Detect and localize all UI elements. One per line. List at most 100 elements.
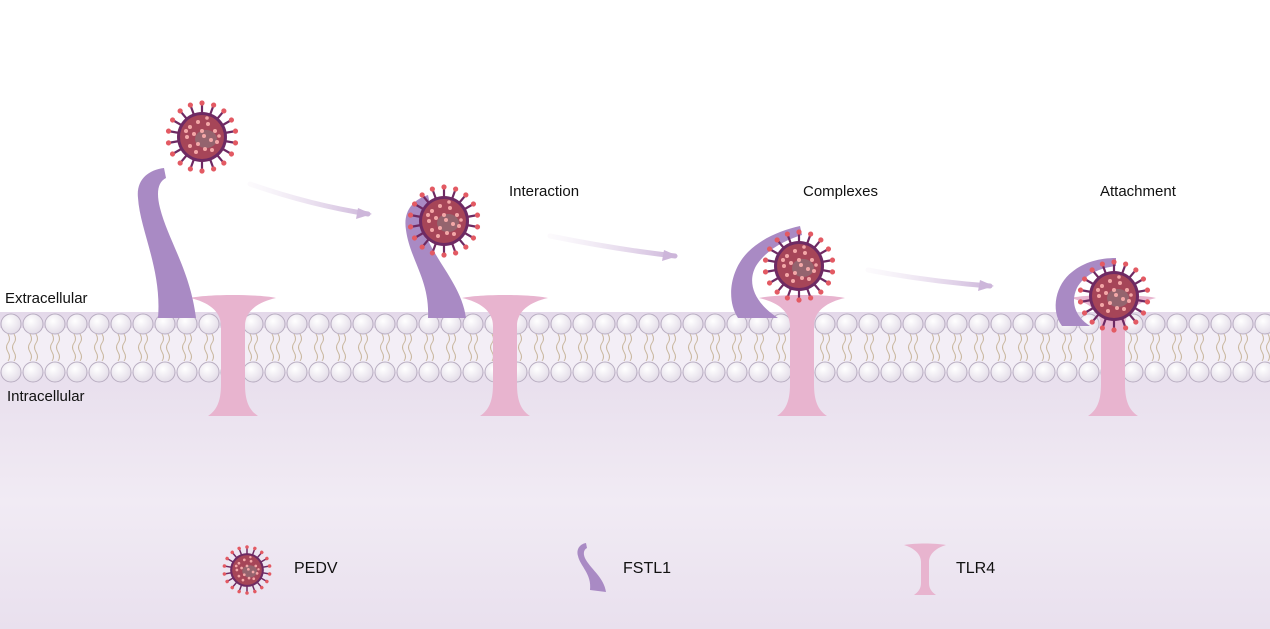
lipid-tail [644, 333, 648, 362]
flow-arrow-3 [865, 267, 993, 289]
lipid-tail [6, 333, 10, 362]
lipid-tail [276, 333, 280, 362]
lipid-head [1166, 313, 1188, 335]
lipid-head [572, 313, 594, 335]
lipid-tail [886, 333, 890, 362]
lipid-head [836, 361, 858, 383]
lipid-head [242, 361, 264, 383]
fstl1-protein-1 [137, 168, 196, 318]
lipid-tail [474, 333, 478, 362]
lipid-head [132, 313, 154, 335]
lipid-head [902, 361, 924, 383]
lipid-tail [1172, 333, 1176, 362]
lipid-head [836, 313, 858, 335]
lipid-head [528, 313, 550, 335]
lipid-tail [578, 333, 582, 362]
lipid-head [660, 313, 682, 335]
lipid-head [22, 361, 44, 383]
fstl1-protein-4 [1055, 258, 1116, 326]
lipid-head [1188, 313, 1210, 335]
lipid-tail [958, 333, 962, 362]
lipid-tail [1128, 333, 1132, 362]
lipid-head [1232, 313, 1254, 335]
lipid-head [1078, 361, 1100, 383]
tlr4-receptor-icon [904, 543, 946, 595]
lipid-tail [842, 333, 846, 362]
lipid-tail [1194, 333, 1198, 362]
lipid-tail [562, 333, 566, 362]
lipid-head [528, 361, 550, 383]
lipid-tail [100, 333, 104, 362]
lipid-tail [270, 333, 274, 362]
lipid-head [264, 361, 286, 383]
lipid-head [924, 361, 946, 383]
lipid-tail [380, 333, 384, 362]
lipid-head [330, 313, 352, 335]
lipid-head [726, 361, 748, 383]
lipid-head [704, 313, 726, 335]
lipid-tail [980, 333, 984, 362]
lipid-head [1122, 361, 1144, 383]
lipid-tail [628, 333, 632, 362]
lipid-tail [188, 333, 192, 362]
lipid-tail [936, 333, 940, 362]
lipid-tail [716, 333, 720, 362]
lipid-head [22, 313, 44, 335]
fstl1-protein-3 [731, 226, 802, 318]
lipid-tail [1156, 333, 1160, 362]
lipid-head [594, 361, 616, 383]
lipid-tail [72, 333, 76, 362]
lipid-head [1210, 313, 1232, 335]
lipid-tail [314, 333, 318, 362]
lipid-tail [754, 333, 758, 362]
lipid-tail [160, 333, 164, 362]
legend-label-fstl1: FSTL1 [623, 560, 672, 577]
lipid-tail [688, 333, 692, 362]
fstl1-protein-icon [577, 543, 606, 592]
lipid-tail [430, 333, 434, 362]
lipid-tail [1068, 333, 1072, 362]
lipid-head [154, 361, 176, 383]
lipid-tail [12, 333, 16, 362]
lipid-head [110, 361, 132, 383]
lipid-tail [468, 333, 472, 362]
lipid-tail [358, 333, 362, 362]
lipid-tail [336, 333, 340, 362]
lipid-tail [182, 333, 186, 362]
lipid-head [66, 361, 88, 383]
lipid-head [638, 313, 660, 335]
lipid-tail [56, 333, 60, 362]
lipid-head [462, 361, 484, 383]
lipid-head [176, 361, 198, 383]
lipid-tail [94, 333, 98, 362]
lipid-tail [210, 333, 214, 362]
lipid-head [1144, 361, 1166, 383]
lipid-head [0, 361, 22, 383]
lipid-head [1144, 313, 1166, 335]
lipid-tail [166, 333, 170, 362]
lipid-head [968, 361, 990, 383]
lipid-tail [320, 333, 324, 362]
lipid-head [88, 313, 110, 335]
lipid-head [198, 313, 220, 335]
lipid-tail [248, 333, 252, 362]
lipid-tail [1018, 333, 1022, 362]
lipid-head [638, 361, 660, 383]
lipid-tail [1178, 333, 1182, 362]
lipid-head [198, 361, 220, 383]
extracellular-label: Extracellular [5, 290, 88, 307]
lipid-head [858, 313, 880, 335]
lipid-tail [122, 333, 126, 362]
lipid-head [704, 361, 726, 383]
lipid-head [330, 361, 352, 383]
lipid-tail [666, 333, 670, 362]
lipid-tail [1260, 333, 1264, 362]
lipid-head [374, 361, 396, 383]
lipid-head [44, 313, 66, 335]
lipid-tail [342, 333, 346, 362]
lipid-head [66, 313, 88, 335]
lipid-tail [556, 333, 560, 362]
step-label-interaction: Interaction [509, 183, 580, 200]
lipid-head [880, 361, 902, 383]
